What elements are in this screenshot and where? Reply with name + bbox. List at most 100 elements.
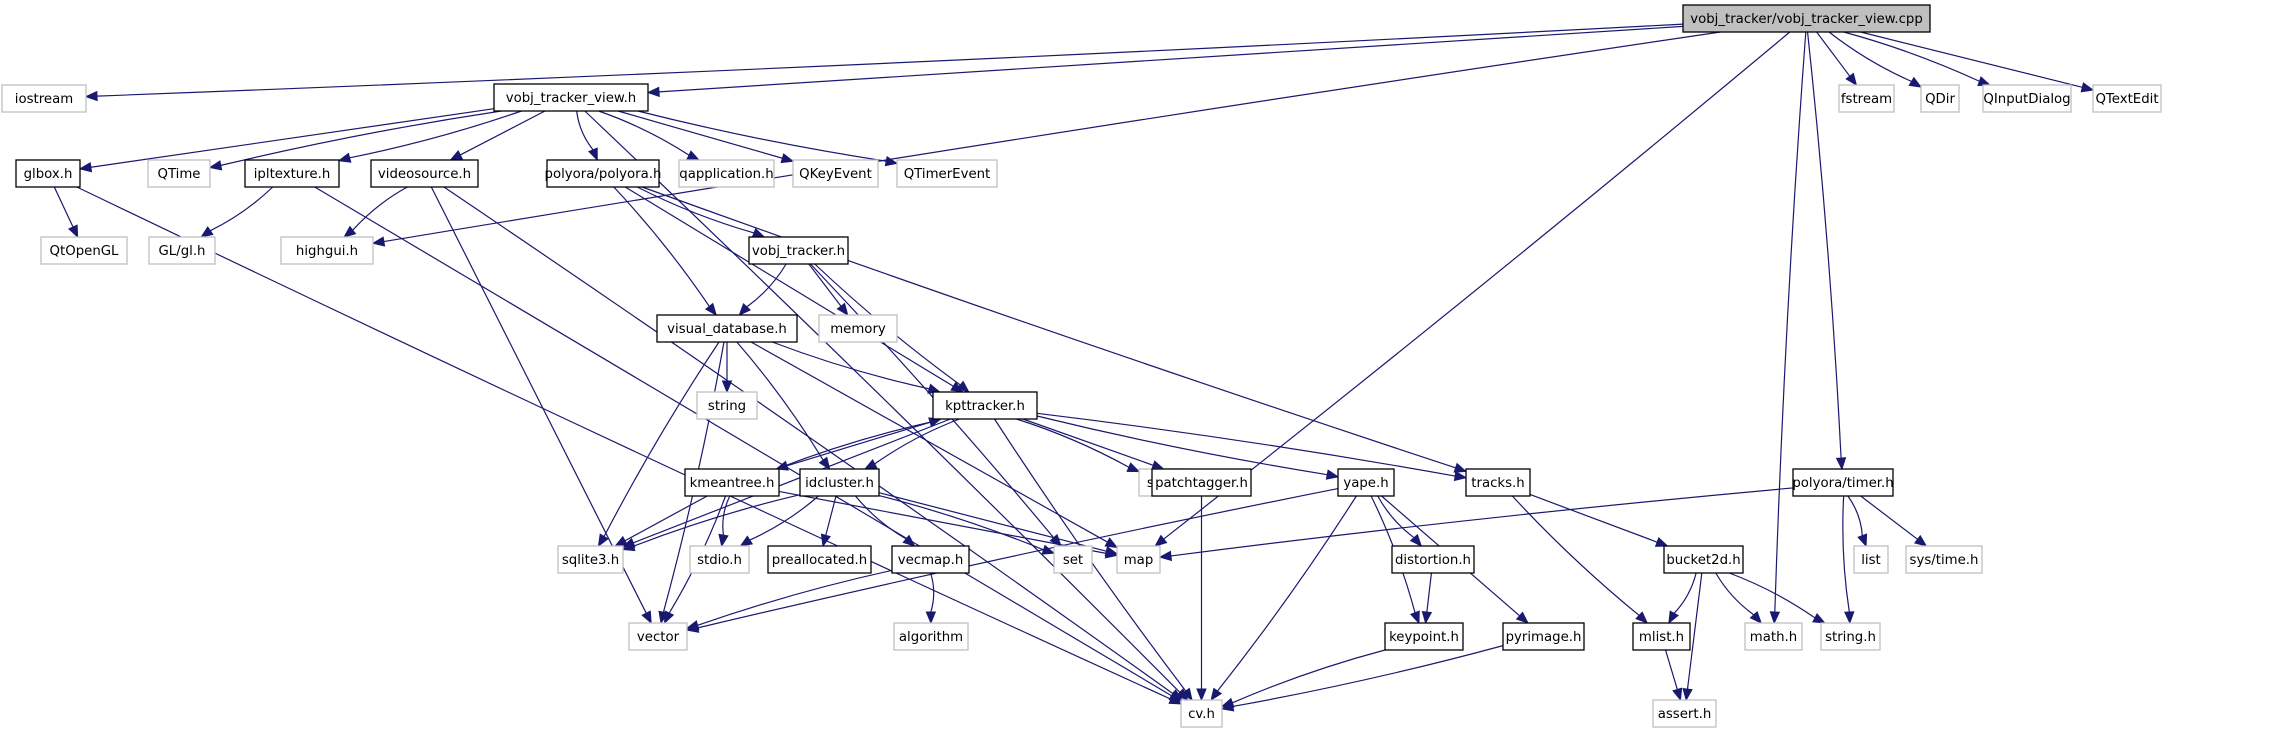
edge-ipltexture-to-GLgl (200, 186, 274, 238)
node-vobj_tracker[interactable]: vobj_tracker.h (748, 236, 849, 265)
arrowhead-icon (337, 152, 352, 163)
arrowhead-icon (1835, 457, 1847, 471)
arrowhead-icon (1812, 613, 1826, 624)
arrowhead-icon (1126, 462, 1141, 473)
node-patchtagger[interactable]: patchtagger.h (1151, 468, 1252, 497)
arrowhead-icon (663, 610, 675, 625)
node-box (1465, 468, 1531, 497)
node-mlist[interactable]: mlist.h (1632, 622, 1691, 651)
edge-root-to-math (1769, 31, 1807, 625)
node-pyrimage[interactable]: pyrimage.h (1502, 622, 1585, 651)
node-fstream: fstream (1838, 84, 1895, 113)
node-bucket2d[interactable]: bucket2d.h (1663, 545, 1744, 574)
node-root[interactable]: vobj_tracker/vobj_tracker_view.cpp (1682, 4, 1931, 33)
node-ipltexture[interactable]: ipltexture.h (244, 159, 340, 188)
node-highgui: highgui.h (280, 236, 374, 265)
edge-root-to-QTextEdit (1860, 31, 2095, 93)
edge-bucket2d-to-assert (1682, 572, 1703, 702)
node-label: videosource.h (378, 167, 471, 182)
edge-line (778, 490, 1107, 554)
arrowhead-icon (721, 380, 733, 394)
edge-line (53, 186, 74, 228)
node-videosource[interactable]: videosource.h (370, 159, 479, 188)
arrowhead-icon (1857, 533, 1868, 548)
node-label: cv.h (1188, 707, 1215, 722)
node-QTimerEvent: QTimerEvent (896, 159, 998, 188)
arrowhead-icon (1409, 533, 1423, 547)
edge-line (633, 494, 801, 547)
node-label: kpttracker.h (945, 399, 1025, 414)
node-visual_database[interactable]: visual_database.h (656, 314, 798, 343)
node-label: keypoint.h (1389, 630, 1459, 645)
edge-polyora-to-tracks (641, 186, 1468, 473)
edge-line (1232, 649, 1386, 704)
node-label: pyrimage.h (1506, 630, 1582, 645)
arrowhead-icon (1196, 688, 1207, 702)
node-assert: assert.h (1652, 699, 1717, 728)
node-label: sys/time.h (1910, 553, 1979, 568)
node-qapplication: qapplication.h (678, 159, 775, 188)
edge-line (697, 569, 893, 626)
node-glbox[interactable]: glbox.h (15, 159, 81, 188)
node-box (1792, 468, 1894, 497)
node-preallocated[interactable]: preallocated.h (767, 545, 872, 574)
node-kmeantree[interactable]: kmeantree.h (684, 468, 780, 497)
node-label: mlist.h (1639, 630, 1684, 645)
node-box (1853, 545, 1889, 574)
node-kpttracker[interactable]: kpttracker.h (932, 391, 1038, 420)
edge-mlist-to-assert (1664, 649, 1683, 702)
arrowhead-icon (646, 86, 660, 98)
node-box (678, 159, 775, 188)
node-systime: sys/time.h (1905, 545, 1983, 574)
node-polyora[interactable]: polyora/polyora.h (545, 159, 662, 188)
edge-line (1511, 495, 1640, 616)
edge-bucket2d-to-math (1715, 572, 1763, 624)
node-label: sqlite3.h (562, 553, 619, 568)
node-string: string (696, 391, 758, 420)
node-keypoint[interactable]: keypoint.h (1384, 622, 1464, 651)
node-label: patchtagger.h (1155, 476, 1248, 491)
node-label: bucket2d.h (1666, 553, 1740, 568)
arrowhead-icon (1104, 537, 1119, 549)
edge-line (637, 186, 755, 234)
node-idcluster[interactable]: idcluster.h (799, 468, 880, 497)
edge-line (633, 418, 951, 544)
arrowhead-icon (1210, 687, 1223, 702)
edge-line (1806, 31, 1842, 459)
edge-vtv_h-to-QTime (208, 110, 502, 171)
node-label: glbox.h (24, 167, 73, 182)
node-box (689, 545, 750, 574)
node-box (1920, 84, 1960, 113)
arrowhead-icon (685, 622, 700, 633)
edge-yape-to-distortion (1377, 495, 1423, 547)
node-vtv_h[interactable]: vobj_tracker_view.h (493, 83, 649, 112)
node-vector: vector (628, 622, 688, 651)
node-tracks[interactable]: tracks.h (1465, 468, 1531, 497)
arrowhead-icon (1908, 76, 1923, 88)
arrowhead-icon (1421, 610, 1433, 625)
arrowhead-icon (739, 535, 754, 547)
node-box (1632, 622, 1691, 651)
node-label: list (1861, 553, 1881, 568)
edge-root-to-vtv_h (646, 25, 1684, 98)
node-box (1744, 622, 1803, 651)
arrowhead-icon (1181, 687, 1193, 702)
edge-line (1529, 493, 1658, 543)
arrowhead-icon (1682, 687, 1693, 702)
edge-patchtagger-to-cv (1196, 496, 1207, 702)
node-timer[interactable]: polyora/timer.h (1792, 468, 1894, 497)
node-iostream: iostream (1, 84, 87, 113)
node-box (147, 159, 211, 188)
node-label: vobj_tracker/vobj_tracker_view.cpp (1690, 12, 1923, 27)
arrowhead-icon (1635, 611, 1649, 624)
edge-line (90, 108, 495, 168)
node-yape[interactable]: yape.h (1337, 468, 1395, 497)
edge-kpttracker-to-stack (1016, 418, 1141, 473)
edge-line (736, 341, 824, 461)
edge-line (1036, 415, 1328, 476)
edge-line (1022, 418, 1154, 466)
node-distortion[interactable]: distortion.h (1391, 545, 1475, 574)
node-vecmap[interactable]: vecmap.h (891, 545, 970, 574)
node-label: vector (637, 630, 680, 645)
node-label: ipltexture.h (254, 167, 331, 182)
